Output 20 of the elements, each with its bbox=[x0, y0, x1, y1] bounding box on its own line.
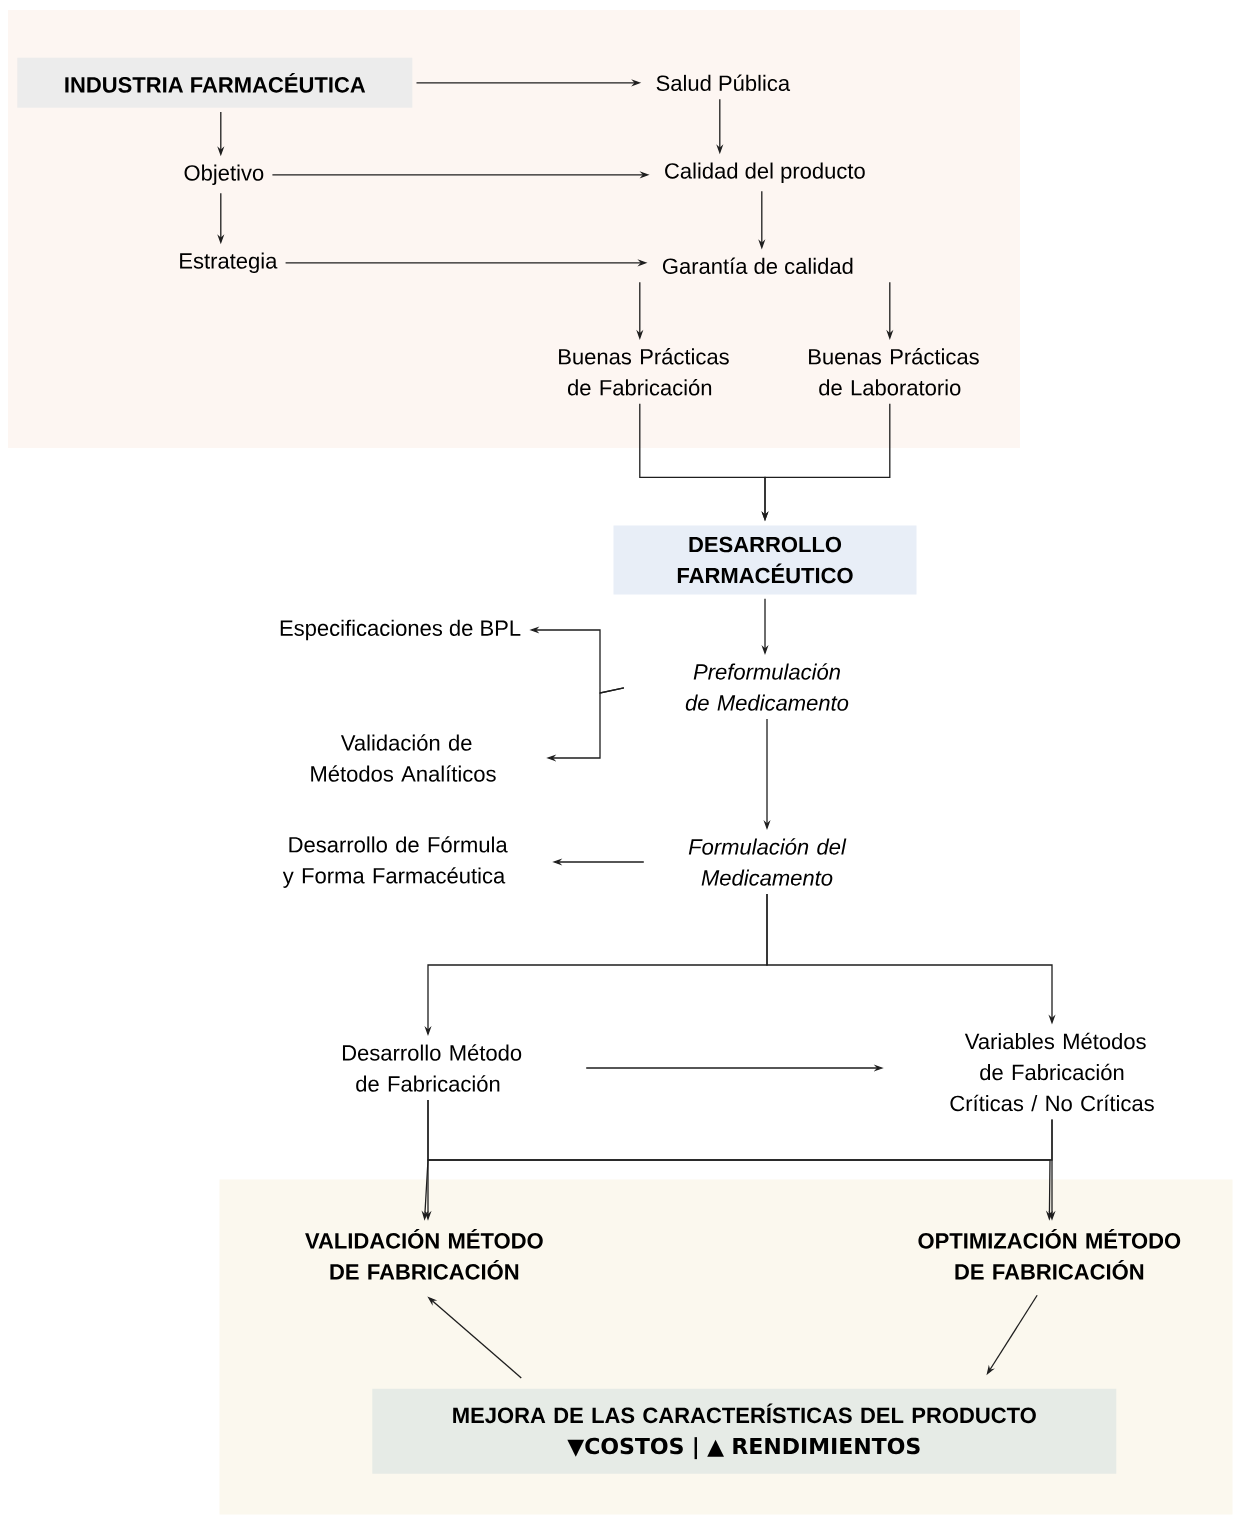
label-text: Estrategia bbox=[180, 252, 278, 274]
label-text: Variables Métodos de Fabricación Críticas / No Críticas bbox=[950, 1032, 1154, 1112]
label-text: Preformulación de Medicamento bbox=[685, 663, 849, 711]
process-box: DESARROLLO FARMACÉUTICO bbox=[613, 525, 917, 595]
label-text: Garantía de calidad bbox=[662, 257, 853, 274]
label-text: Buenas Prácticas de Fabricación bbox=[559, 348, 729, 396]
label-text: Salud Pública bbox=[656, 74, 791, 91]
label-text: Validación de Métodos Analíticos bbox=[311, 734, 496, 782]
label-text: Desarrollo de Fórmula y Forma Farmacéutica bbox=[282, 836, 508, 888]
panel-background bbox=[8, 10, 1020, 448]
label-text: VALIDACIÓN MÉTODO DE FABRICACIÓN bbox=[305, 1228, 543, 1280]
label-text: Calidad del producto bbox=[665, 162, 865, 184]
label-text: Desarrollo Método de Fabricación bbox=[343, 1044, 522, 1092]
label-text: OPTIMIZACIÓN MÉTODO DE FABRICACIÓN bbox=[918, 1228, 1181, 1280]
label-text: Buenas Prácticas de Laboratorio bbox=[809, 348, 979, 396]
label-text: Especificaciones de BPL bbox=[280, 619, 521, 641]
process-box: MEJORA DE LAS CARACTERÍSTICAS DEL PRODUCTO ▼COSTOS | ▲ RENDIMIENTOS bbox=[372, 1388, 1117, 1474]
label-text: Formulación del Medicamento bbox=[688, 838, 847, 886]
title-box: INDUSTRIA FARMACÉUTICA bbox=[17, 57, 413, 108]
label-text: Objetivo bbox=[184, 164, 264, 186]
